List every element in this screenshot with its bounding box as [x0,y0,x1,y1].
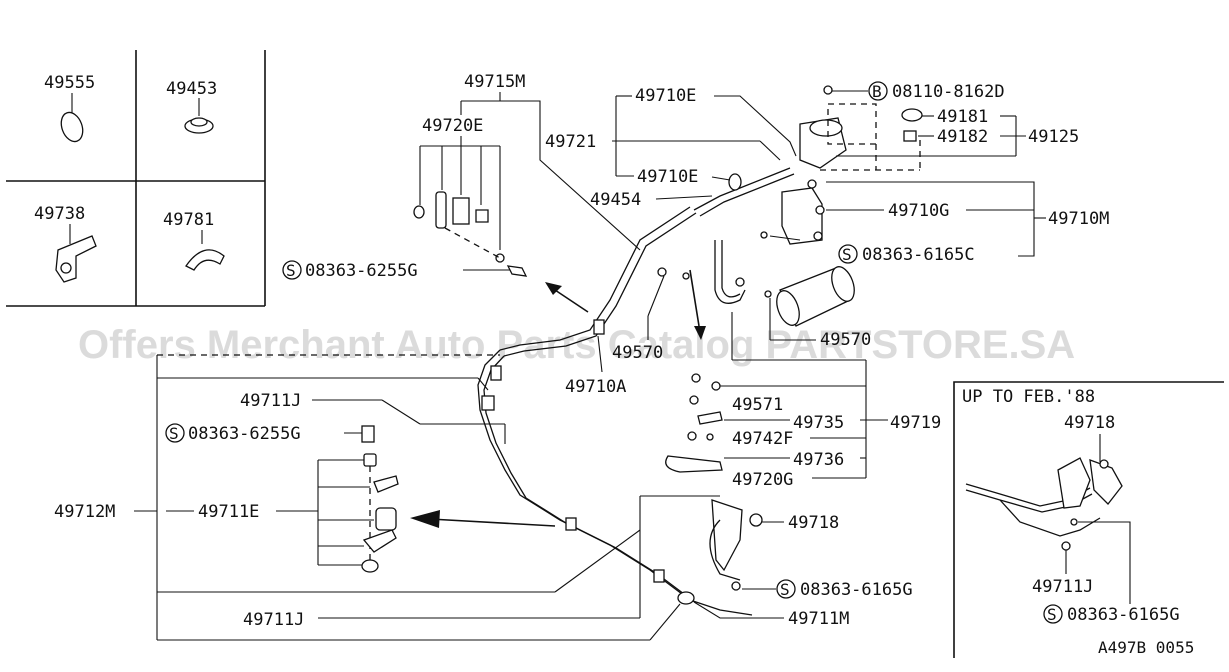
diagram-code: A497B 0055 [1098,638,1194,657]
label-49181: 49181 [937,107,988,127]
callout-49710E-top[interactable]: 49710E [635,86,797,157]
label-49711M: 49711M [788,609,849,629]
symbol-s-c: S [842,245,852,264]
symbol-s: S [286,261,296,280]
callout-08363-6255G-upper[interactable]: S 08363-6255G [282,260,510,281]
callout-08363-6165G[interactable]: S 08363-6165G [742,579,913,600]
label-49719: 49719 [890,413,941,433]
reservoir-assembly [781,103,923,245]
variant-title: UP TO FEB.'88 [962,387,1095,407]
label-08363-6165G: 08363-6165G [800,580,913,600]
label-49711E: 49711E [198,502,259,522]
variant-box-up-to-feb-88: UP TO FEB.'88 49718 49711J S 08363-6165G [953,381,1224,658]
callout-49711E[interactable]: 49711E [166,459,374,566]
label-08363-6255G-b: 08363-6255G [188,424,301,444]
label-49735: 49735 [793,413,844,433]
callout-08110-8162D[interactable]: B 08110-8162D [823,81,1005,102]
brake-pipe-route [477,167,795,616]
variant-label-08363-6165G: 08363-6165G [1067,605,1180,625]
label-49736: 49736 [793,450,844,470]
label-49570-a: 49570 [612,343,663,363]
label-49712M: 49712M [54,502,115,522]
label-49715M: 49715M [464,72,525,92]
callout-49710M[interactable]: 49710M [826,181,1109,257]
callout-49720E[interactable]: 49720E [419,116,501,250]
callout-08363-6165C[interactable]: S 08363-6165C [760,231,975,265]
callout-49712M[interactable]: 49712M [54,502,157,522]
label-49182: 49182 [937,127,988,147]
direction-arrow-left [410,510,556,528]
watermark: Offers Merchant Auto Parts Catalog PARTS… [78,323,1075,367]
callout-49710E-mid[interactable]: 49710E [637,167,731,187]
frame-49712M [156,354,720,641]
clamp-parts-49711E [361,453,399,573]
variant-label-49711J: 49711J [1032,577,1093,597]
label-49710G: 49710G [888,201,949,221]
label-49720E: 49720E [422,116,483,136]
hardware-group-49719 [665,312,866,473]
callout-49181[interactable]: 49181 [922,107,988,127]
label-49710E-top: 49710E [635,86,696,106]
part-number-49738: 49738 [34,204,85,224]
label-08363-6165C: 08363-6165C [862,245,975,265]
label-08110-8162D: 08110-8162D [892,82,1005,102]
inset-cell-49555[interactable]: 49555 [44,73,95,145]
label-49710M: 49710M [1048,209,1109,229]
inset-cell-49781[interactable]: 49781 [163,210,225,271]
label-49711J-a: 49711J [240,391,301,411]
callout-49711M[interactable]: 49711M [693,601,849,629]
callout-49570-b[interactable]: 49570 [769,298,871,350]
callout-49710A[interactable]: 49710A [565,335,626,397]
callout-49570-a[interactable]: 49570 [612,275,665,363]
callout-49735[interactable]: 49735 [724,413,888,433]
inset-cell-49738[interactable]: 49738 [34,204,97,283]
callout-49715M[interactable]: 49715M [460,72,641,251]
callout-08363-6255G-lower[interactable]: S 08363-6255G [165,423,375,444]
clip-parts-49720E [413,191,528,277]
plug-icon [60,111,84,143]
callout-49571[interactable]: 49571 [720,385,866,415]
label-08363-6255G-a: 08363-6255G [305,261,418,281]
callout-49710G[interactable]: 49710G [826,201,1034,221]
callout-49125[interactable]: 49125 [836,115,1079,157]
label-49454: 49454 [590,190,641,210]
label-49125: 49125 [1028,127,1079,147]
callout-49182[interactable]: 49182 [918,127,988,147]
rear-hose-parts [709,499,763,591]
label-49571: 49571 [732,395,783,415]
clamp-icon [55,235,97,283]
callout-49721[interactable]: 49721 [545,95,781,177]
callout-49736[interactable]: 49736 [724,450,866,470]
inset-parts-grid: 49555 49453 49738 49781 [6,50,266,307]
clip-icon [185,249,225,271]
symbol-s-g: S [780,580,790,599]
variant-label-49718: 49718 [1064,413,1115,433]
callout-49720G[interactable]: 49720G [732,470,866,490]
callout-49742F[interactable]: 49742F [732,429,866,449]
label-49711J-b: 49711J [243,610,304,630]
label-49570-b: 49570 [820,330,871,350]
direction-arrow-down [689,269,706,340]
label-49720G: 49720G [732,470,793,490]
callout-49718[interactable]: 49718 [762,513,839,533]
symbol-s-lower: S [169,424,179,443]
label-49718: 49718 [788,513,839,533]
booster-canister [657,240,855,327]
direction-arrow-upper [545,282,589,313]
label-49742F: 49742F [732,429,793,449]
symbol-b: B [872,82,882,101]
callout-49454[interactable]: 49454 [590,190,713,210]
label-49710A: 49710A [565,377,626,397]
label-49710E-mid: 49710E [637,167,698,187]
callout-49719[interactable]: 49719 [865,360,941,478]
label-49721: 49721 [545,132,596,152]
part-number-49453: 49453 [166,79,217,99]
inset-cell-49453[interactable]: 49453 [166,79,217,134]
part-number-49555: 49555 [44,73,95,93]
callout-49711J-upper[interactable]: 49711J [240,391,506,444]
part-number-49781: 49781 [163,210,214,230]
callout-49711J-lower[interactable]: 49711J [243,610,304,630]
variant-symbol-s: S [1047,605,1057,624]
